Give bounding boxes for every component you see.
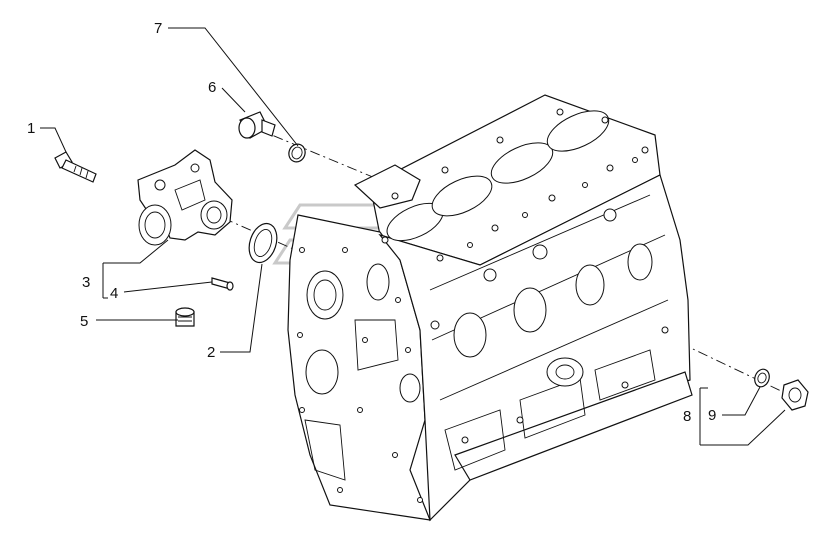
o-ring <box>248 222 278 264</box>
drain-plug <box>781 379 809 411</box>
callout-6: 6 <box>208 79 217 96</box>
washer <box>754 368 770 388</box>
callout-1: 1 <box>27 120 36 137</box>
callout-2: 2 <box>207 344 216 361</box>
callout-3: 3 <box>82 274 91 291</box>
callout-5: 5 <box>80 313 89 330</box>
callout-8: 8 <box>683 408 692 425</box>
engine-cylinder-block <box>287 94 693 522</box>
leader-lines <box>40 27 786 446</box>
seal-ring <box>288 143 306 163</box>
dowel-pin <box>211 277 234 291</box>
callout-7: 7 <box>154 20 163 37</box>
fitting <box>238 111 276 139</box>
plug <box>175 307 195 327</box>
deck-holes <box>381 108 649 262</box>
bolt <box>54 151 97 183</box>
front-face-holes <box>297 247 423 503</box>
thermostat-housing <box>137 149 233 246</box>
callout-4: 4 <box>110 285 119 302</box>
callout-9: 9 <box>708 407 717 424</box>
